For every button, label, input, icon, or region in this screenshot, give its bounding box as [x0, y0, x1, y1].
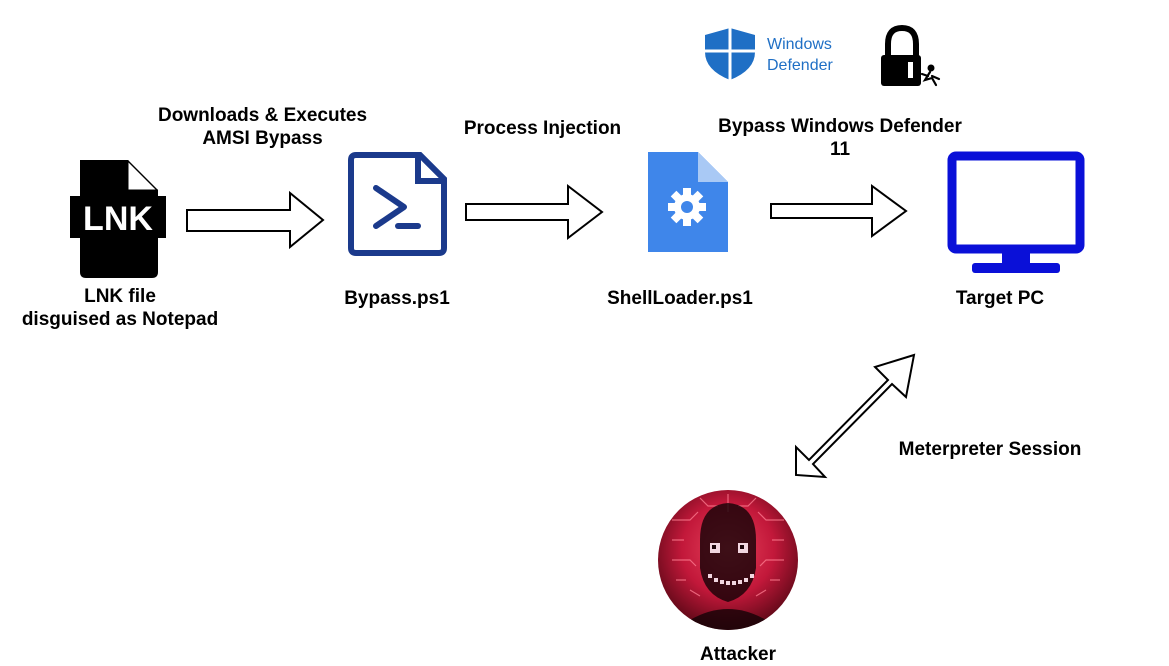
edge-label-line: 11: [829, 139, 851, 160]
arrow-bypass-to-shellloader: [465, 183, 604, 241]
node-label-attacker: Attacker: [699, 644, 777, 665]
powershell-script-icon: [348, 152, 447, 256]
windows-defender-logo: Windows Defender: [705, 28, 833, 80]
attacker-avatar: [658, 490, 798, 630]
defender-logo-line2: Defender: [767, 57, 833, 74]
edge-label-line: AMSI Bypass: [202, 128, 323, 149]
edge-label-meterpreter-session: Meterpreter Session: [898, 439, 1082, 460]
edge-label-line: Downloads & Executes: [157, 105, 368, 126]
defender-logo-line1: Windows: [767, 36, 832, 53]
node-label-bypass: Bypass.ps1: [344, 288, 450, 309]
edge-label-line: Bypass Windows Defender: [718, 116, 962, 137]
node-label-line: disguised as Notepad: [21, 309, 219, 330]
edge-label-bypass-defender: Bypass Windows Defender 11: [690, 115, 990, 161]
arrow-attacker-target-session: [795, 353, 916, 479]
padlock-thief-icon: [881, 24, 941, 87]
node-label-line: LNK file: [84, 286, 156, 307]
gear-icon: [668, 188, 706, 226]
arrow-shellloader-to-target: [770, 184, 908, 238]
edge-label-process-injection: Process Injection: [463, 118, 622, 139]
arrow-lnk-to-bypass: [186, 190, 325, 250]
node-label-target-pc: Target PC: [955, 288, 1045, 309]
lnk-icon-text: LNK: [83, 200, 153, 238]
target-pc-monitor-icon: [947, 151, 1085, 273]
shellloader-script-icon: [648, 152, 728, 252]
lnk-file-icon: LNK: [70, 160, 166, 278]
node-label-shellloader: ShellLoader.ps1: [607, 288, 753, 309]
node-label-lnk-file: LNK file disguised as Notepad: [0, 285, 240, 331]
edge-label-downloads-executes: Downloads & Executes AMSI Bypass: [130, 104, 395, 150]
